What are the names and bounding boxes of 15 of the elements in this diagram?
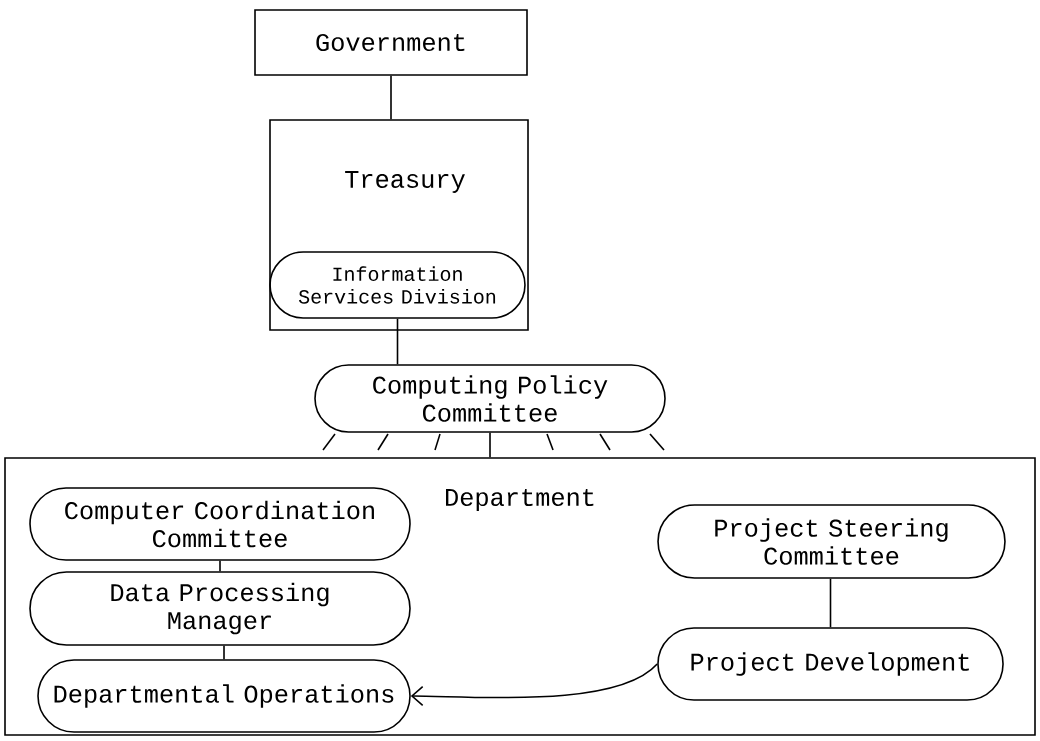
org-box: Government xyxy=(254,9,528,76)
rounded-box: Project Development xyxy=(657,627,1004,701)
connector-line xyxy=(396,318,399,366)
rounded-box: Information Services Division xyxy=(269,251,526,319)
connector-line xyxy=(223,645,225,660)
connector-line xyxy=(219,560,221,572)
rounded-box: Departmental Operations xyxy=(37,659,411,733)
rounded-box: Computing Policy Committee xyxy=(314,364,666,433)
connector-line xyxy=(390,75,392,120)
rounded-box: Computer Coordination Committee xyxy=(29,487,411,561)
connector-line xyxy=(829,578,832,628)
connector-line xyxy=(410,663,658,707)
connector-line xyxy=(489,431,491,458)
rounded-box: Project Steering Committee xyxy=(657,504,1006,579)
rounded-box: Data Processing Manager xyxy=(29,571,411,646)
